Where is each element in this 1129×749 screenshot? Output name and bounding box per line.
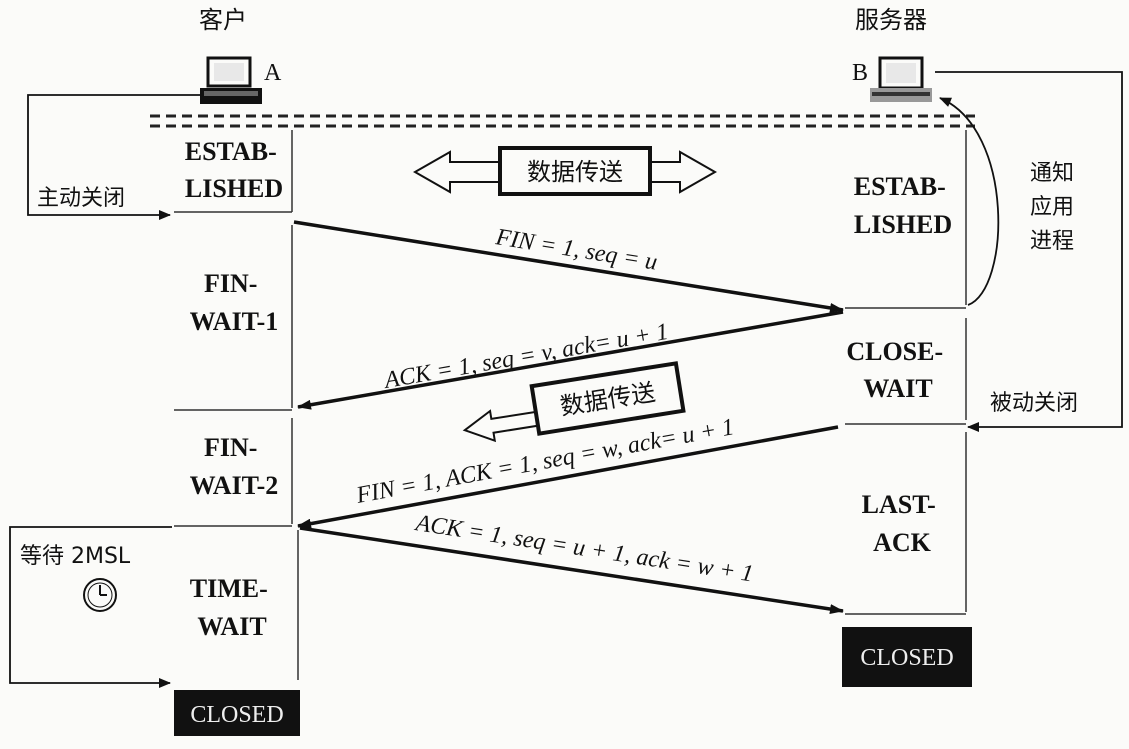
computer-icon xyxy=(870,56,932,102)
message-fin-arrow: FIN = 1, seq = u xyxy=(293,220,844,313)
server-state-close-wait: CLOSE- WAIT xyxy=(846,337,949,403)
passive-close-arrow xyxy=(935,71,1123,432)
server-label: B xyxy=(852,60,868,86)
server-title: 服务器 xyxy=(855,6,927,34)
client-state-fin-wait-1: FIN- WAIT-1 xyxy=(190,269,279,336)
data-transfer-server-to-client: 数据传送 xyxy=(462,361,686,443)
active-close-arrow xyxy=(27,94,200,220)
svg-text:CLOSED: CLOSED xyxy=(190,702,283,728)
network-separator xyxy=(150,114,975,128)
clock-icon xyxy=(83,578,117,612)
svg-text:数据传送: 数据传送 xyxy=(527,158,623,186)
server-closed-badge: CLOSED xyxy=(842,627,972,687)
notify-app-arrow xyxy=(939,97,1000,306)
computer-icon xyxy=(200,56,262,104)
data-transfer-double-arrow: 数据传送 xyxy=(412,146,718,196)
server-state-last-ack: LAST- ACK xyxy=(862,490,943,557)
client-state-established: ESTAB- LISHED xyxy=(185,137,284,203)
client-closed-badge: CLOSED xyxy=(174,690,300,736)
message-final-ack-arrow: ACK = 1, seq = u + 1, ack = w + 1 xyxy=(299,510,844,614)
client-state-time-wait: TIME- WAIT xyxy=(190,574,275,641)
wait-2msl-label: 等待 2MSL xyxy=(20,544,131,569)
passive-close-label: 被动关闭 xyxy=(990,391,1078,416)
server-state-established: ESTAB- LISHED xyxy=(854,172,953,239)
svg-text:CLOSED: CLOSED xyxy=(860,645,953,671)
client-label: A xyxy=(264,60,282,86)
client-title: 客户 xyxy=(199,6,247,34)
client-state-fin-wait-2: FIN- WAIT-2 xyxy=(190,433,279,500)
client-timeline xyxy=(174,130,299,680)
wait-2msl-timer xyxy=(9,526,172,688)
server-timeline xyxy=(845,130,967,615)
active-close-label: 主动关闭 xyxy=(37,186,125,211)
notify-app-label: 通知 应用 进程 xyxy=(1030,161,1081,254)
message-final-ack-label: ACK = 1, seq = u + 1, ack = w + 1 xyxy=(412,510,755,588)
